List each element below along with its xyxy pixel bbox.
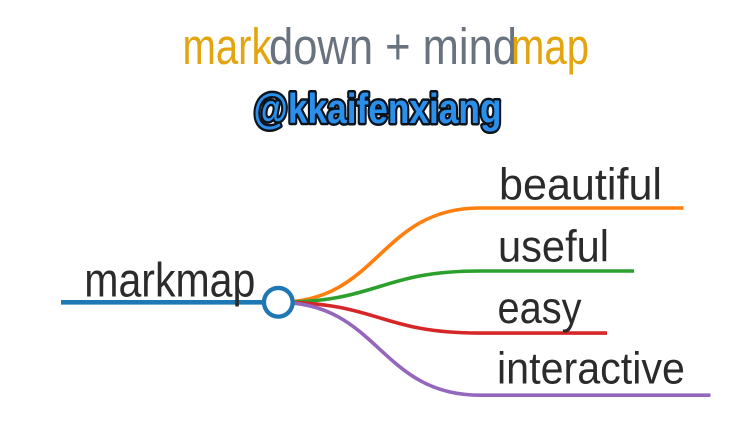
svg-text:map: map: [511, 18, 589, 75]
svg-text:down + mind: down + mind: [269, 18, 517, 75]
svg-text:beautiful: beautiful: [499, 161, 662, 210]
svg-text:@kkaifenxiang: @kkaifenxiang: [254, 85, 502, 132]
svg-text:useful: useful: [498, 223, 609, 272]
svg-text:easy: easy: [498, 284, 583, 333]
svg-text:interactive: interactive: [497, 345, 685, 394]
svg-text:mark: mark: [183, 18, 272, 75]
svg-text:markmap: markmap: [84, 254, 255, 308]
